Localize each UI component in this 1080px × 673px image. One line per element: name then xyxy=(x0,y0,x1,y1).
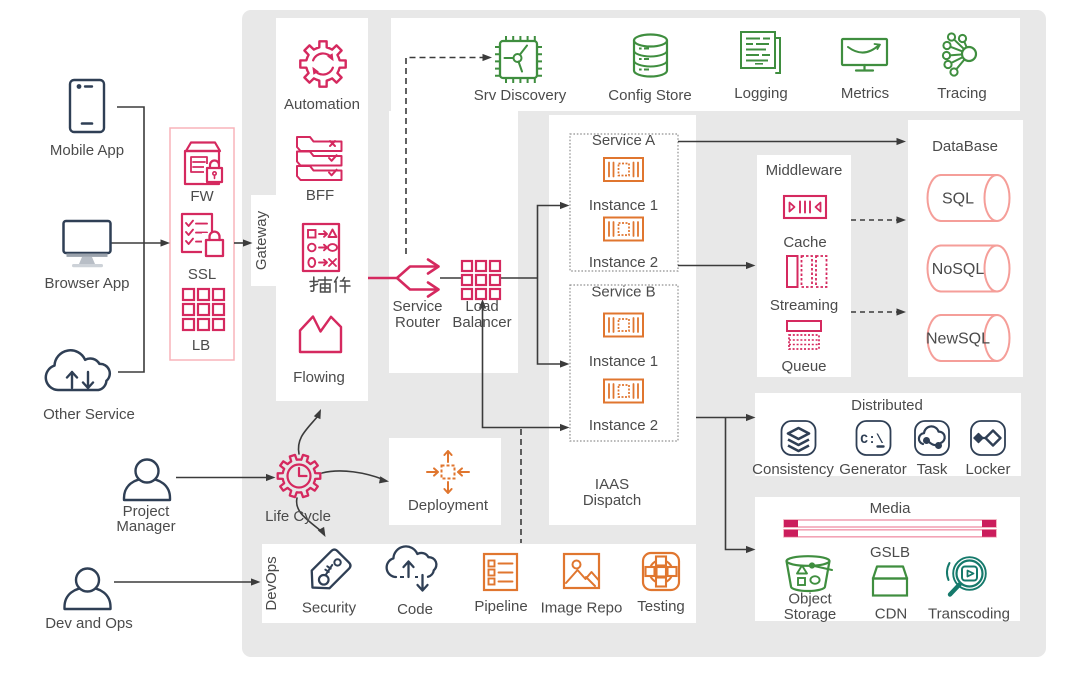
svg-text:Consistency: Consistency xyxy=(752,461,834,478)
svg-text:DevOps: DevOps xyxy=(263,556,280,610)
svg-text:C:\: C:\ xyxy=(860,432,884,447)
svg-text:Image Repo: Image Repo xyxy=(541,600,623,617)
svg-text:Cache: Cache xyxy=(783,234,826,251)
svg-text:Browser App: Browser App xyxy=(44,275,129,292)
svg-text:Object: Object xyxy=(788,591,832,608)
svg-text:IAAS: IAAS xyxy=(595,476,629,493)
svg-text:Manager: Manager xyxy=(116,518,175,535)
svg-text:Metrics: Metrics xyxy=(841,85,889,102)
svg-text:SSL: SSL xyxy=(188,266,216,283)
svg-text:Instance 1: Instance 1 xyxy=(589,353,658,370)
svg-text:Storage: Storage xyxy=(784,606,837,623)
svg-text:Media: Media xyxy=(870,500,912,517)
svg-text:Mobile App: Mobile App xyxy=(50,142,124,159)
svg-text:Logging: Logging xyxy=(734,85,787,102)
svg-text:FW: FW xyxy=(190,188,214,205)
svg-text:Locker: Locker xyxy=(965,461,1010,478)
svg-text:Security: Security xyxy=(302,600,357,617)
svg-text:NewSQL: NewSQL xyxy=(926,331,990,348)
svg-text:Distributed: Distributed xyxy=(851,397,923,414)
svg-text:Instance 2: Instance 2 xyxy=(589,254,658,271)
svg-text:Load: Load xyxy=(465,298,498,315)
svg-text:Pipeline: Pipeline xyxy=(474,598,527,615)
svg-text:CDN: CDN xyxy=(875,606,908,623)
svg-text:Service A: Service A xyxy=(592,132,655,149)
svg-text:Instance 1: Instance 1 xyxy=(589,197,658,214)
svg-text:Flowing: Flowing xyxy=(293,369,345,386)
svg-text:Router: Router xyxy=(395,314,440,331)
svg-text:Service B: Service B xyxy=(591,284,655,301)
svg-text:BFF: BFF xyxy=(306,187,334,204)
svg-text:Testing: Testing xyxy=(637,598,685,615)
svg-text:Transcoding: Transcoding xyxy=(928,606,1010,623)
svg-text:Code: Code xyxy=(397,601,433,618)
svg-text:Dispatch: Dispatch xyxy=(583,492,641,509)
svg-text:GSLB: GSLB xyxy=(870,544,910,561)
svg-text:Other Service: Other Service xyxy=(43,406,135,423)
svg-text:Tracing: Tracing xyxy=(937,85,986,102)
svg-text:Automation: Automation xyxy=(284,96,360,113)
svg-text:Streaming: Streaming xyxy=(770,297,838,314)
svg-text:Dev and Ops: Dev and Ops xyxy=(45,615,133,632)
svg-text:Life Cycle: Life Cycle xyxy=(265,508,331,525)
svg-text:Middleware: Middleware xyxy=(766,162,843,179)
svg-text:Gateway: Gateway xyxy=(253,210,270,270)
svg-text:Task: Task xyxy=(917,461,948,478)
svg-text:Service: Service xyxy=(392,298,442,315)
svg-text:SQL: SQL xyxy=(942,191,974,208)
svg-text:Config Store: Config Store xyxy=(608,87,691,104)
svg-text:Queue: Queue xyxy=(781,358,826,375)
svg-text:NoSQL: NoSQL xyxy=(932,261,985,278)
svg-text:Srv Discovery: Srv Discovery xyxy=(474,87,567,104)
svg-text:LB: LB xyxy=(192,337,210,354)
svg-text:Balancer: Balancer xyxy=(452,314,511,331)
svg-text:DataBase: DataBase xyxy=(932,138,998,155)
svg-text:Generator: Generator xyxy=(839,461,907,478)
svg-text:Deployment: Deployment xyxy=(408,497,489,514)
svg-text:Project: Project xyxy=(123,503,171,520)
svg-text:Instance 2: Instance 2 xyxy=(589,417,658,434)
